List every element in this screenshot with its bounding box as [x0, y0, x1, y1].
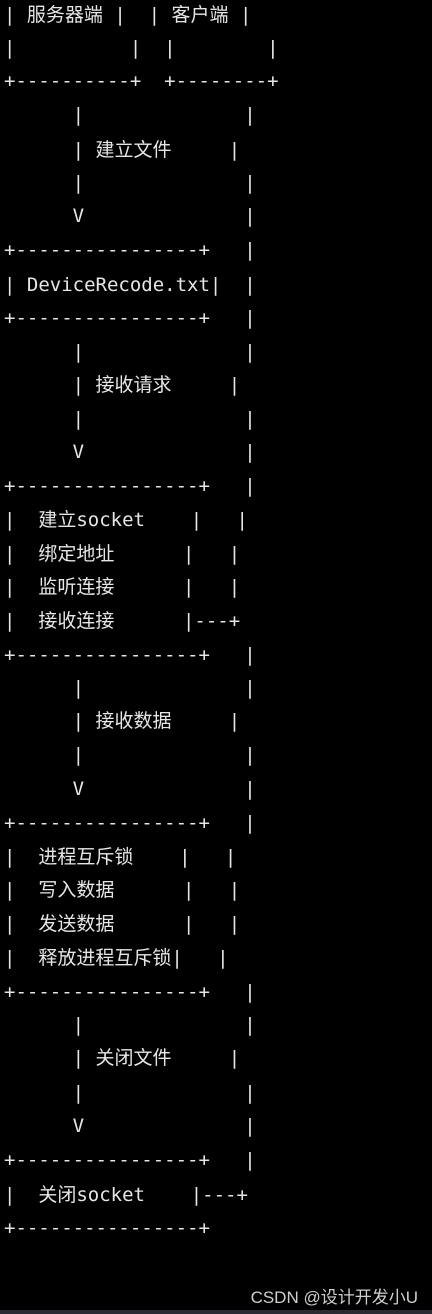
diagram-line: +----------------+ |	[4, 307, 256, 329]
diagram-line: +----------------+ |	[4, 475, 256, 497]
diagram-line: | DeviceRecode.txt| |	[4, 274, 256, 296]
bottom-bar	[0, 1310, 432, 1314]
diagram-line: | | | |	[4, 37, 279, 59]
diagram-line: | 关闭socket |---+	[4, 1184, 248, 1206]
diagram-line: | |	[4, 744, 256, 766]
diagram-line: | 接收请求 |	[4, 374, 241, 396]
diagram-line: +----------------+ |	[4, 239, 256, 261]
diagram-line: | 关闭文件 |	[4, 1047, 241, 1069]
diagram-line: | |	[4, 1014, 256, 1036]
diagram-line: | 接收连接 |---+	[4, 610, 241, 632]
diagram-line: | 监听连接 | |	[4, 576, 241, 598]
diagram-line: V |	[4, 205, 256, 227]
diagram-line: | 服务器端 | | 客户端 |	[4, 4, 252, 26]
diagram-line: | 发送数据 | |	[4, 913, 241, 935]
diagram-line: +----------------+ |	[4, 1149, 256, 1171]
diagram-line: +----------------+ |	[4, 981, 256, 1003]
diagram-line: V |	[4, 1115, 256, 1137]
csdn-watermark: CSDN @设计开发小U	[250, 1288, 418, 1307]
diagram-line: | 建立socket | |	[4, 509, 248, 531]
diagram-line: | |	[4, 341, 256, 363]
diagram-line: | |	[4, 1082, 256, 1104]
diagram-line: +----------------+ |	[4, 644, 256, 666]
diagram-line: +----------------+ |	[4, 812, 256, 834]
diagram-line: | 接收数据 |	[4, 710, 241, 732]
diagram-line: +----------+ +--------+	[4, 70, 279, 92]
diagram-line: | 进程互斥锁 | |	[4, 846, 237, 868]
diagram-line: | 释放进程互斥锁| |	[4, 947, 229, 969]
diagram-line: V |	[4, 778, 256, 800]
diagram-line: | |	[4, 172, 256, 194]
diagram-line: | 绑定地址 | |	[4, 543, 241, 565]
diagram-line: | 写入数据 | |	[4, 879, 241, 901]
diagram-line: | 建立文件 |	[4, 139, 241, 161]
diagram-line: | |	[4, 104, 256, 126]
diagram-line: +----------------+	[4, 1217, 210, 1239]
diagram-line: V |	[4, 441, 256, 463]
diagram-line: | |	[4, 677, 256, 699]
diagram-line: | |	[4, 408, 256, 430]
